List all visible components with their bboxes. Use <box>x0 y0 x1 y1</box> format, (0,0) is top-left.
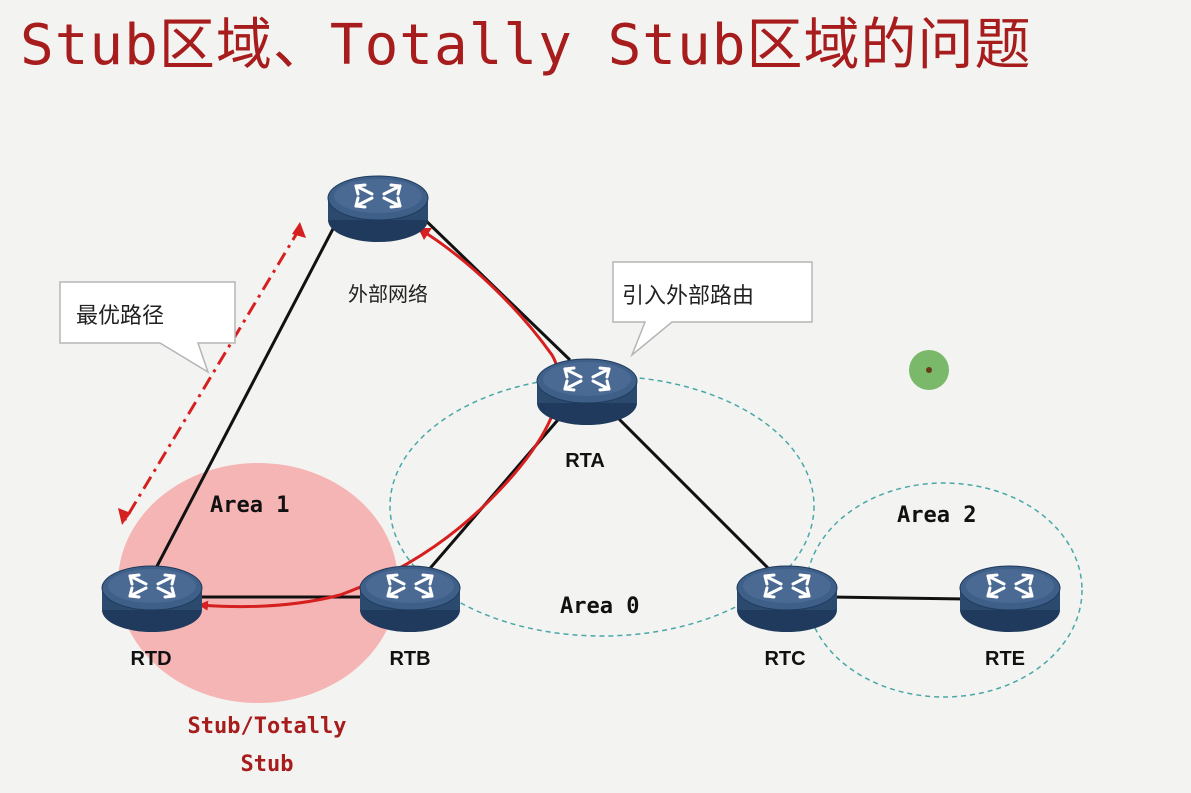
link-rtd-external <box>153 224 337 571</box>
area2-boundary <box>805 482 1083 698</box>
router-label-rte: RTE <box>985 648 1025 670</box>
best-path-arrowhead-top <box>292 222 306 238</box>
router-label-rtb: RTB <box>389 648 431 670</box>
area1-stub-zone <box>118 463 398 703</box>
router-label-rta: RTA <box>565 450 605 472</box>
callout-import-routes <box>612 261 813 358</box>
router-icon-rta <box>535 357 639 427</box>
callout-best-path-text: 最优路径 <box>76 304 165 329</box>
pointer-dot-center <box>926 367 932 373</box>
link-rtc-rte <box>829 595 966 601</box>
links <box>153 213 966 601</box>
router-label-external: 外部网络 <box>348 282 428 306</box>
router-label-rtc: RTC <box>764 648 806 670</box>
callout-best-path <box>59 281 236 374</box>
area2-label: Area 2 <box>897 503 977 528</box>
router-icon-rtd <box>100 564 204 634</box>
router-icon-external <box>326 174 430 244</box>
router-icon-rtc <box>735 564 839 634</box>
stub-type-line1: Stub/Totally <box>187 714 347 739</box>
area1-label: Area 1 <box>210 493 290 518</box>
area0-boundary <box>389 375 815 637</box>
router-icon-rte <box>958 564 1062 634</box>
external-route-path <box>198 226 561 611</box>
link-rta-rtb <box>418 399 577 581</box>
link-rta-rtc <box>598 398 772 572</box>
router-icon-rtb <box>358 564 462 634</box>
page-title: Stub区域、Totally Stub区域的问题 <box>20 13 1032 78</box>
best-path-arrowhead-bottom <box>118 508 131 525</box>
area0-label: Area 0 <box>560 594 640 619</box>
stub-type-line2: Stub <box>240 752 294 777</box>
external-route-arrowhead <box>418 228 432 240</box>
callout-import-routes-text: 引入外部路由 <box>622 284 755 309</box>
stub-type-label: Stub/Totally Stub <box>137 708 397 784</box>
best-path-arrow <box>123 227 302 521</box>
router-label-rtd: RTD <box>130 648 172 670</box>
